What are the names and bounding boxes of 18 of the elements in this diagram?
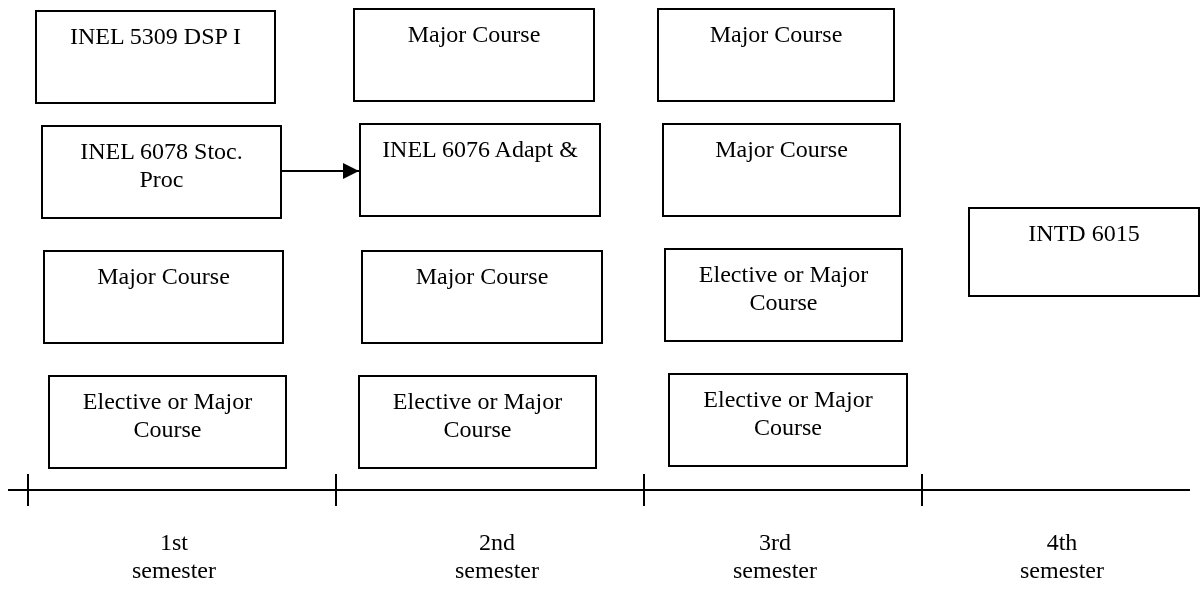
course-box: INEL 6078 Stoc. Proc — [41, 125, 282, 219]
course-box: Major Course — [361, 250, 603, 344]
course-box: Elective or Major Course — [664, 248, 903, 342]
course-box: Major Course — [657, 8, 895, 102]
course-box: Elective or Major Course — [48, 375, 287, 469]
semester-label: 3rd semester — [732, 528, 818, 584]
course-box: Elective or Major Course — [668, 373, 908, 467]
course-box: INTD 6015 — [968, 207, 1200, 297]
course-box: INEL 5309 DSP I — [35, 10, 276, 104]
semester-label: 4th semester — [1019, 528, 1105, 584]
semester-label: 2nd semester — [454, 528, 540, 584]
course-box: Major Course — [353, 8, 595, 102]
course-box: Major Course — [43, 250, 284, 344]
course-box: Major Course — [662, 123, 901, 217]
course-box: INEL 6076 Adapt & — [359, 123, 601, 217]
semester-label: 1st semester — [131, 528, 217, 584]
arrow — [281, 163, 360, 179]
course-box: Elective or Major Course — [358, 375, 597, 469]
